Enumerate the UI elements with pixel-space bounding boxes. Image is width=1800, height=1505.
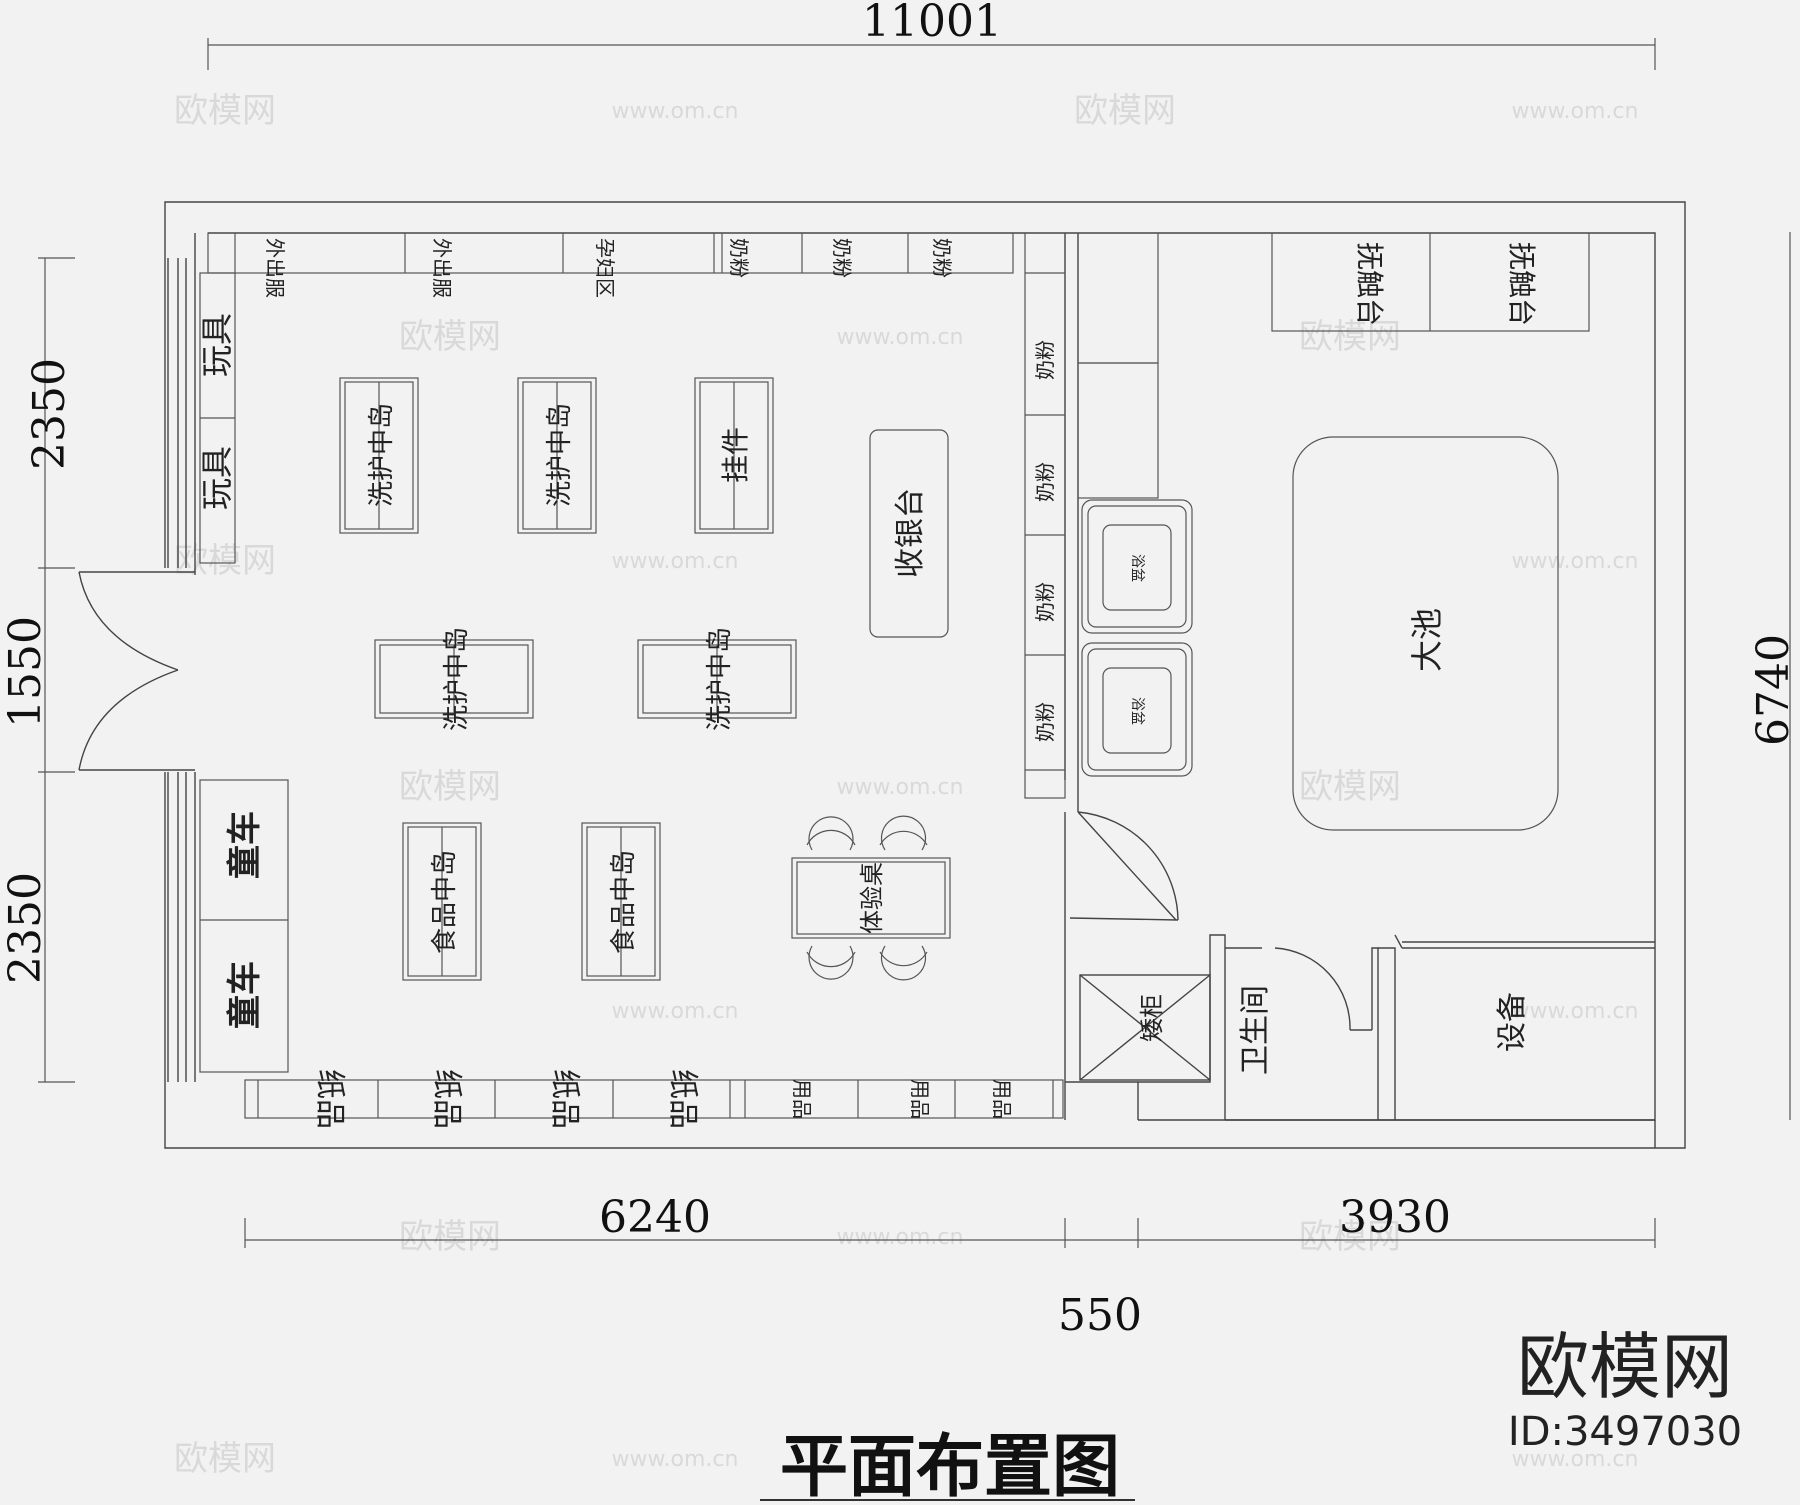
touch-table-label: 抚触台: [1353, 242, 1386, 326]
watermark-url: www.om.cn: [837, 775, 964, 800]
brand-id: ID:3497030: [1508, 1409, 1742, 1455]
brand-logo-text: 欧模网: [1517, 1325, 1733, 1409]
area-label-stroller: 童车: [225, 961, 265, 1029]
shelf-label-paper: 纸品: [665, 1069, 700, 1129]
bottom-shelf: [244, 1079, 1064, 1119]
watermark-layer: 欧模网 www.om.cn 欧模网 www.om.cn 欧模网 www.om.c…: [174, 91, 1638, 1479]
touch-table-label: 抚触台: [1505, 242, 1538, 326]
watermark-brand: 欧模网: [174, 1439, 276, 1479]
cashier-label: 收银台: [893, 488, 928, 578]
top-shelf: [207, 232, 1014, 274]
watermark-brand: 欧模网: [399, 767, 501, 807]
watermark-url: www.om.cn: [1512, 999, 1639, 1024]
equipment-label: 设备: [1495, 992, 1530, 1052]
page-title: 平面布置图: [780, 1428, 1120, 1505]
dimension-right: 6740: [1748, 634, 1799, 746]
watermark-brand: 欧模网: [1074, 91, 1176, 131]
watermark-url: www.om.cn: [1512, 549, 1639, 574]
dimension-left-upper: 2350: [24, 358, 75, 470]
shelf-label-paper: 纸品: [547, 1069, 582, 1129]
dimension-bottom-right: 3930: [1339, 1192, 1451, 1243]
island-label-care: 洗护中岛: [705, 627, 735, 731]
shelf-label-supplies: 用品: [990, 1079, 1014, 1119]
experience-table-label: 体验桌: [858, 862, 886, 934]
shelf-label-paper: 纸品: [429, 1069, 464, 1129]
watermark-url: www.om.cn: [1512, 1447, 1639, 1472]
big-pool-label: 大池: [1408, 608, 1446, 672]
watermark-url: www.om.cn: [612, 549, 739, 574]
dimension-left-lower: 2350: [0, 872, 51, 984]
shelf-label-milk-powder: 奶粉: [1033, 462, 1057, 502]
bathtub-mark: 浴盆: [1129, 554, 1145, 582]
island-label-care: 洗护中岛: [442, 627, 472, 731]
shelf-label-paper: 纸品: [312, 1069, 347, 1129]
shelf-label-supplies: 用品: [790, 1079, 814, 1119]
shelf-label-maternity: 孕妇区: [593, 238, 617, 298]
shelf-label-toys: 玩具: [198, 446, 236, 510]
watermark-url: www.om.cn: [837, 325, 964, 350]
restroom-label: 卫生间: [1238, 985, 1273, 1075]
right-shelf: [1024, 232, 1066, 799]
low-cabinet-label: 矮柜: [1138, 994, 1166, 1042]
area-label-stroller: 童车: [225, 811, 265, 879]
shelf-label-milk-powder: 奶粉: [727, 238, 751, 278]
shelf-label-supplies: 用品: [908, 1079, 932, 1119]
shelf-label-outing-clothes: 外出服: [430, 238, 454, 298]
shelf-label-toys: 玩具: [198, 313, 236, 377]
watermark-brand: 欧模网: [1299, 767, 1401, 807]
islands: [339, 377, 951, 981]
watermark-url: www.om.cn: [612, 999, 739, 1024]
shelf-label-milk-powder: 奶粉: [830, 238, 854, 278]
dimension-bottom-left: 6240: [599, 1192, 711, 1243]
watermark-brand: 欧模网: [174, 91, 276, 131]
shelf-label-milk-powder: 奶粉: [1033, 582, 1057, 622]
shelf-label-outing-clothes: 外出服: [263, 238, 287, 298]
shelf-label-milk-powder: 奶粉: [1033, 340, 1057, 380]
dimension-lines: [38, 38, 1791, 1248]
bathtub-mark: 浴盆: [1129, 697, 1145, 725]
watermark-url: www.om.cn: [837, 1225, 964, 1250]
island-label-food: 食品中岛: [430, 850, 460, 954]
shelf-label-milk-powder: 奶粉: [1033, 702, 1057, 742]
watermark-brand: 欧模网: [1299, 317, 1401, 357]
island-label-pendant: 挂件: [719, 427, 752, 483]
watermark-brand: 欧模网: [399, 317, 501, 357]
watermark-brand: 欧模网: [174, 541, 276, 581]
island-label-food: 食品中岛: [609, 850, 639, 954]
dimension-bottom-mid: 550: [1058, 1290, 1142, 1341]
left-shelves: [199, 272, 289, 1073]
pool-room: [1077, 232, 1590, 831]
watermark-url: www.om.cn: [612, 1447, 739, 1472]
watermark-brand: 欧模网: [1299, 1217, 1401, 1257]
island-label-care: 洗护中岛: [367, 403, 397, 507]
watermark-url: www.om.cn: [1512, 99, 1639, 124]
watermark-brand: 欧模网: [399, 1217, 501, 1257]
shelf-label-milk-powder: 奶粉: [930, 238, 954, 278]
dimension-left-door: 1550: [0, 616, 51, 728]
dimension-top: 11001: [862, 0, 1002, 47]
island-label-care: 洗护中岛: [545, 403, 575, 507]
watermark-url: www.om.cn: [612, 99, 739, 124]
